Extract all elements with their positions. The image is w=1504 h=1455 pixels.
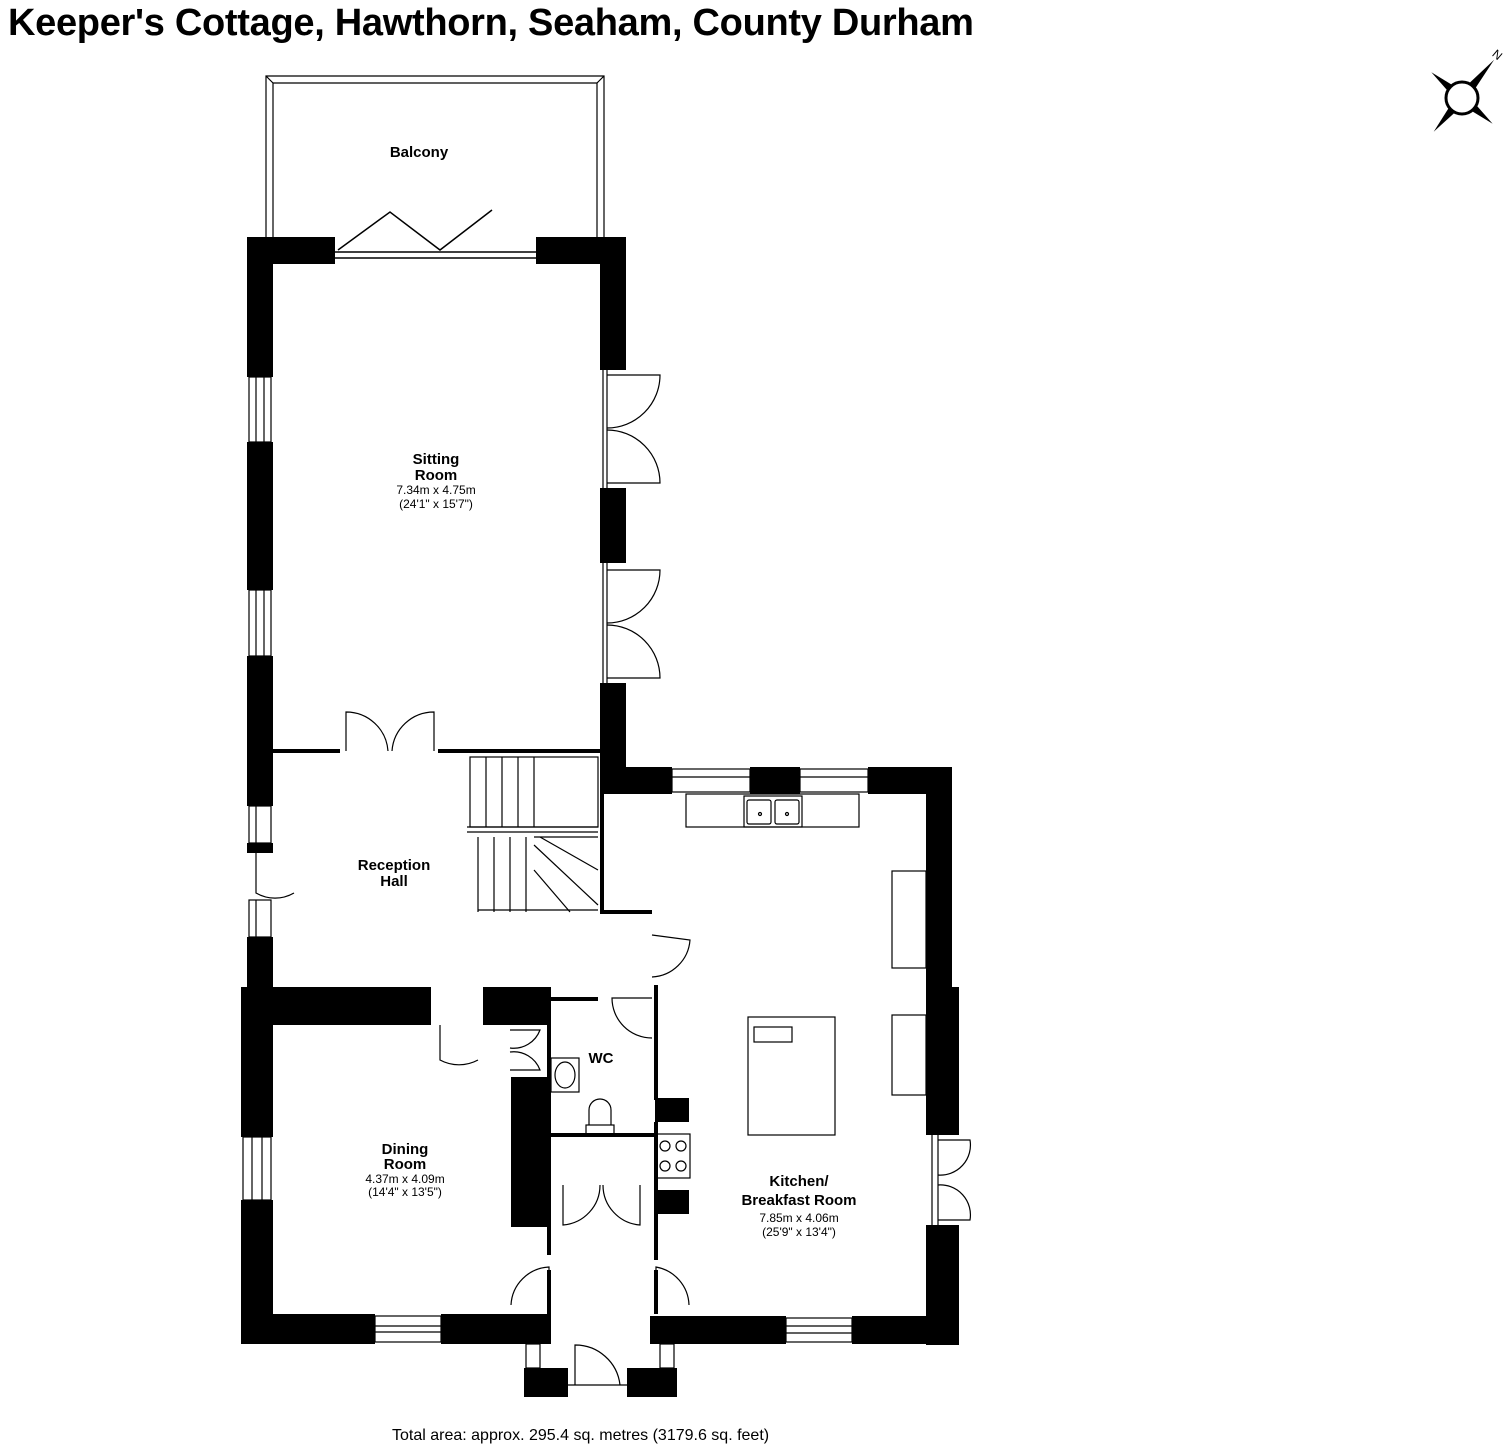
- sitting-room-label: Sitting: [413, 451, 460, 468]
- wc-fixtures: [550, 1057, 615, 1136]
- kitchen-metric: 7.85m x 4.06m: [759, 1211, 838, 1225]
- dining-room-metric: 4.37m x 4.09m: [365, 1172, 444, 1186]
- balcony: [265, 75, 605, 237]
- dining-room-label: Dining: [382, 1141, 429, 1158]
- dining-room-imperial: (14'4" x 13'5"): [368, 1185, 442, 1199]
- kitchen-fixtures: [655, 793, 927, 1179]
- compass-letter: N: [1490, 47, 1504, 63]
- total-area-footer: Total area: approx. 295.4 sq. metres (31…: [392, 1427, 770, 1444]
- internal-walls: [273, 749, 658, 1314]
- doors: [255, 370, 972, 1386]
- reception-hall-label: Reception: [358, 857, 431, 874]
- windows: [242, 376, 869, 1369]
- wc-label: WC: [589, 1050, 614, 1067]
- sitting-room-imperial: (24'1" x 15'7"): [399, 497, 473, 511]
- kitchen-label: Kitchen/: [769, 1173, 829, 1190]
- sitting-room-metric: 7.34m x 4.75m: [396, 483, 475, 497]
- walls: [241, 237, 959, 1397]
- bifold-door: [335, 209, 538, 259]
- kitchen-label-2: Breakfast Room: [741, 1192, 856, 1209]
- staircase: [467, 756, 599, 913]
- sitting-room-label-2: Room: [415, 467, 458, 484]
- page-title: Keeper's Cottage, Hawthorn, Seaham, Coun…: [8, 2, 974, 44]
- reception-hall-label-2: Hall: [380, 873, 408, 890]
- balcony-label: Balcony: [390, 144, 449, 161]
- north-arrow-icon: N: [1431, 47, 1504, 132]
- kitchen-imperial: (25'9" x 13'4"): [762, 1225, 836, 1239]
- dining-room-label-2: Room: [384, 1156, 427, 1173]
